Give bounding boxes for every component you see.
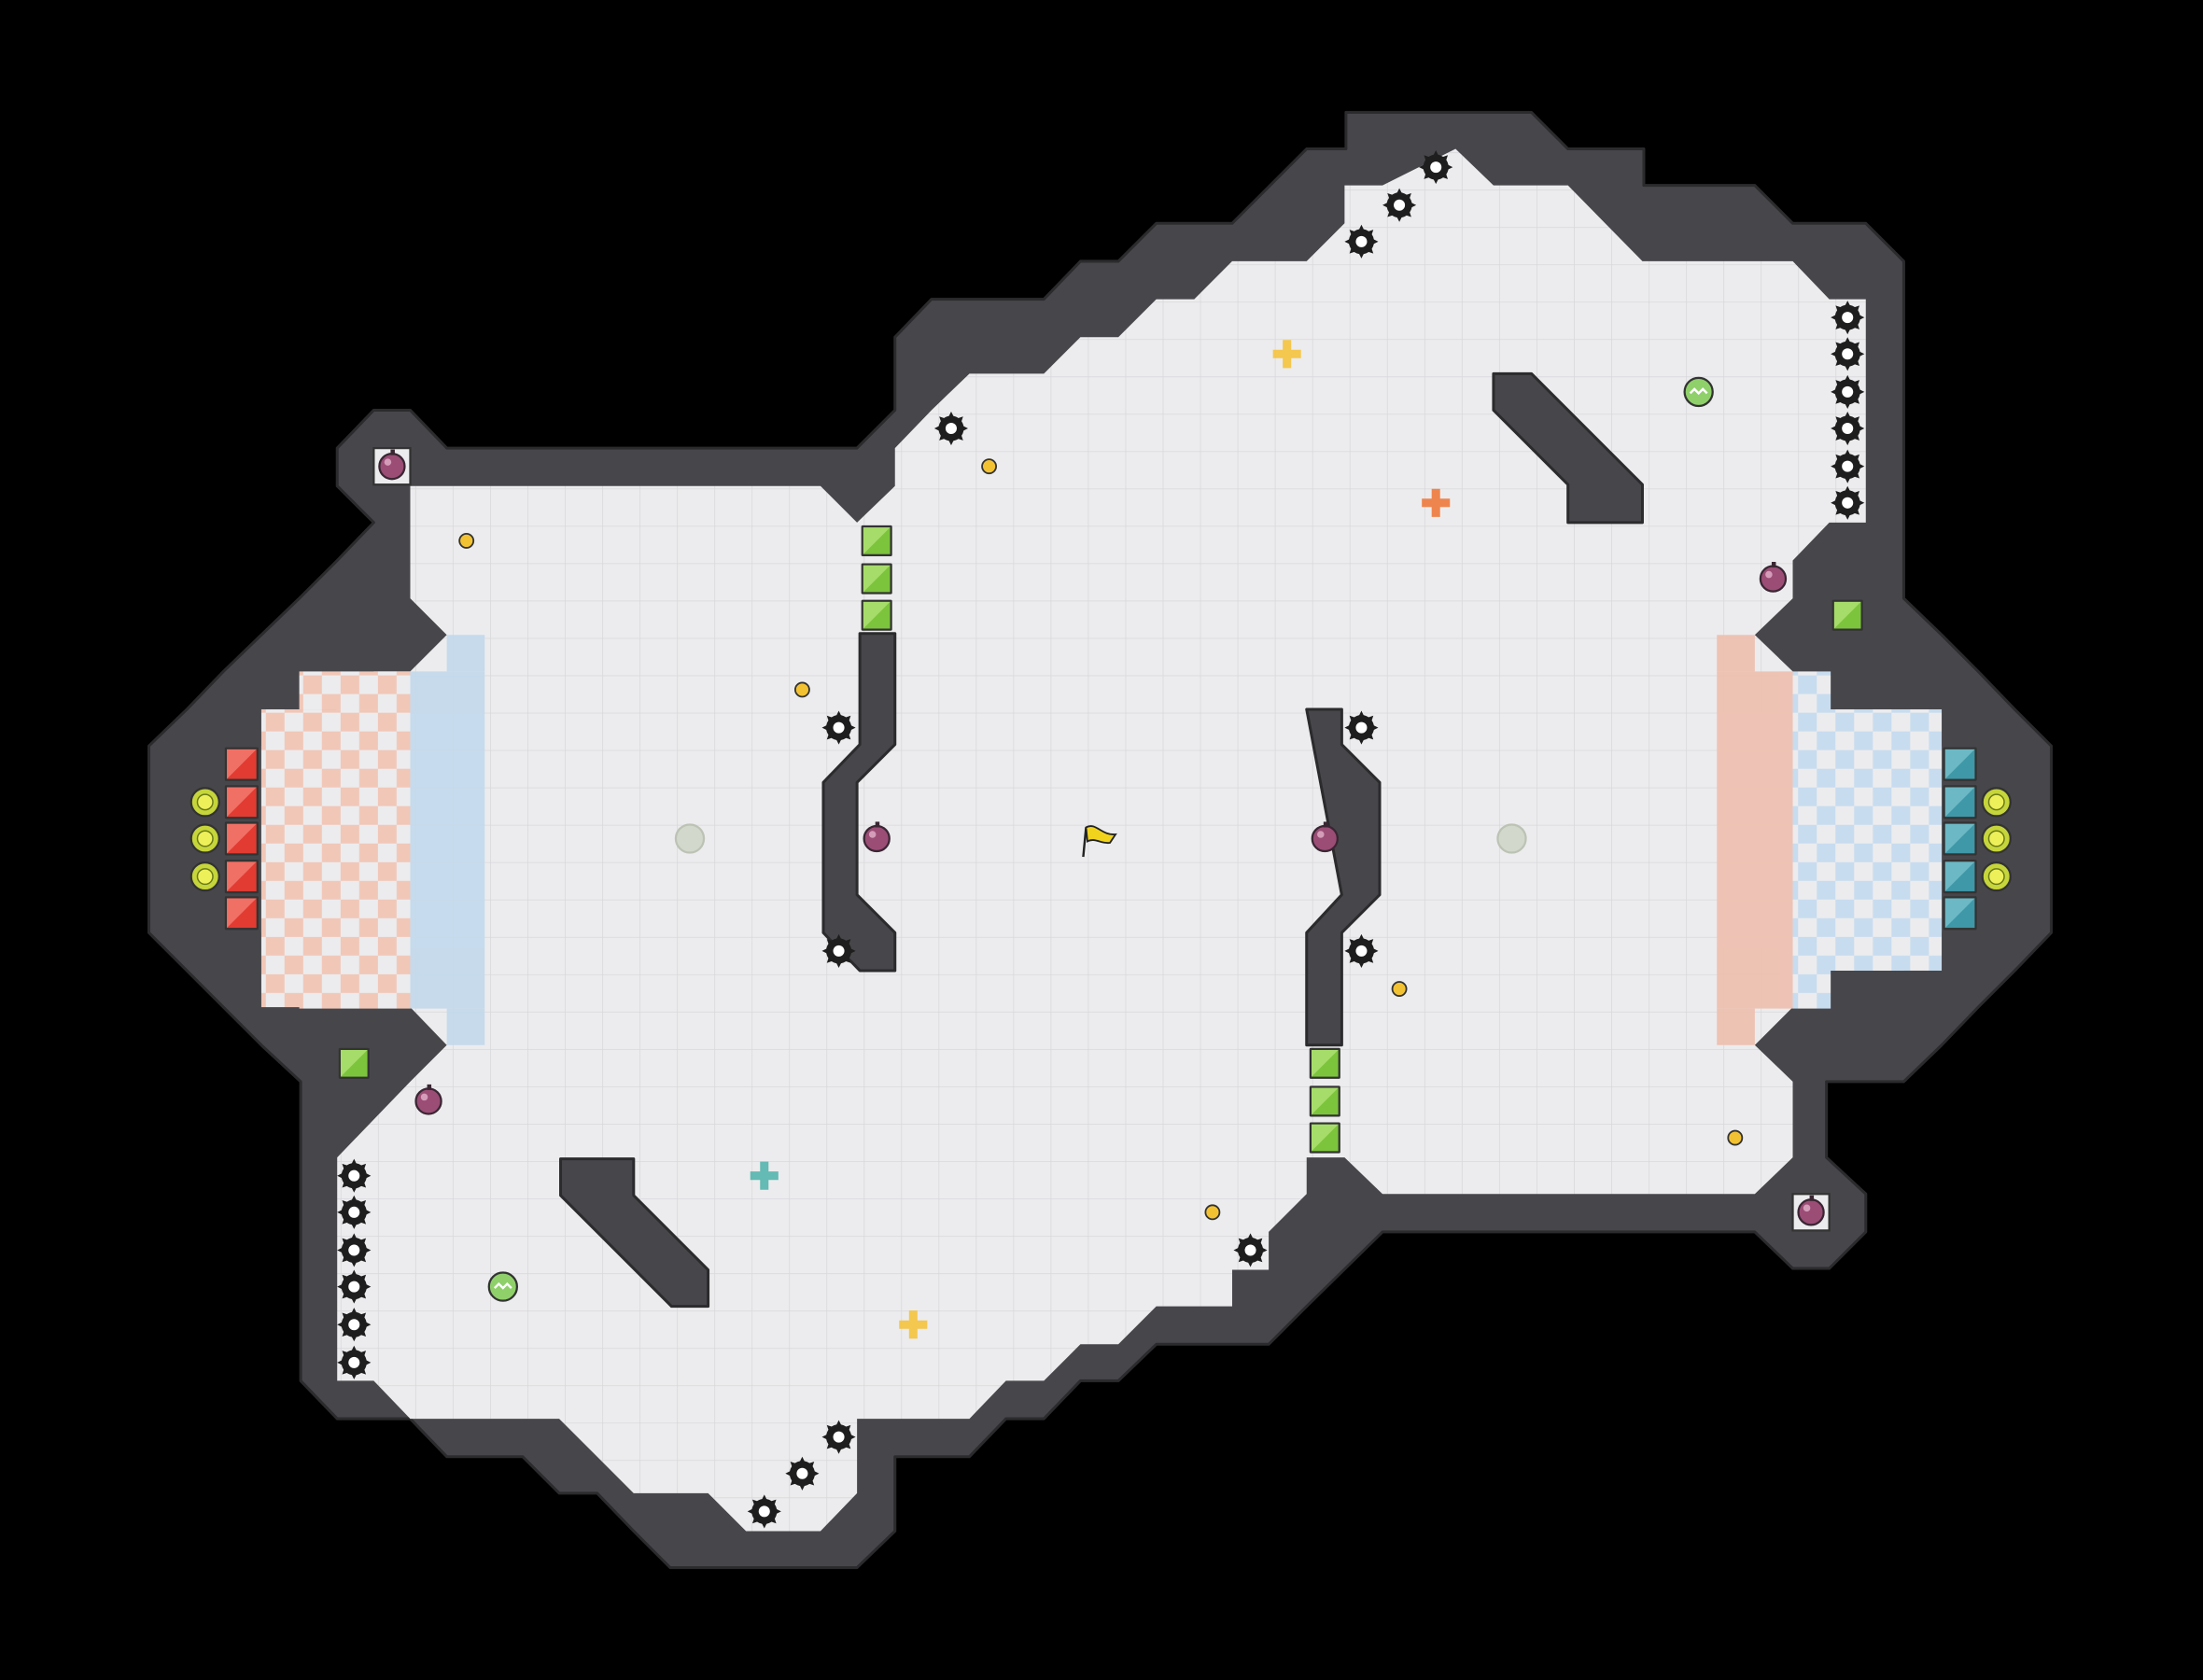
- gate-icon: [1943, 747, 1977, 781]
- red-gates: [224, 747, 259, 931]
- spike-icon: [337, 1195, 372, 1229]
- spike-icon: [1344, 933, 1379, 968]
- gate-icon: [1943, 896, 1977, 931]
- spike-icon: [337, 1233, 372, 1267]
- spike-icon: [747, 1494, 781, 1529]
- spike-icon: [933, 411, 969, 446]
- portal-icon: [1981, 861, 2012, 892]
- boost-icon: [750, 1161, 779, 1190]
- spike-icon: [337, 1308, 372, 1342]
- spike-icon: [1233, 1233, 1268, 1267]
- spike-icon: [821, 933, 856, 968]
- spike-icon: [337, 1269, 372, 1304]
- powerup-icon: [1309, 1122, 1340, 1154]
- spike-icon: [1419, 150, 1453, 185]
- spike-icon: [1831, 337, 1865, 371]
- button-icon: [487, 1271, 519, 1302]
- gate-icon: [224, 860, 259, 894]
- gate-icon: [1943, 785, 1977, 819]
- spawn-marker-icon: [674, 823, 706, 854]
- spike-icon: [1831, 374, 1865, 409]
- inner-walls: [559, 371, 1644, 1309]
- boost-icon: [899, 1310, 928, 1339]
- spike-icon: [1831, 449, 1865, 483]
- bombs: [372, 446, 1831, 1232]
- powerup-icon: [861, 563, 892, 595]
- powerup-icon: [1309, 1085, 1340, 1117]
- pellet-icon: [1391, 981, 1408, 997]
- powerup-icon: [1309, 1047, 1340, 1079]
- powerup-icon: [338, 1047, 370, 1079]
- powerup-icon: [1831, 599, 1863, 631]
- boost-icon: [1272, 340, 1301, 369]
- gate-icon: [224, 821, 259, 856]
- spike-icon: [1344, 710, 1379, 745]
- blue-side-red-strip: [1717, 635, 1793, 1045]
- spike-icon: [1831, 411, 1865, 446]
- spike-icon: [821, 710, 856, 745]
- spike-icon: [1831, 485, 1865, 520]
- gate-icon: [1943, 860, 1977, 894]
- portal-icon: [1981, 787, 2012, 818]
- powerup-icon: [861, 599, 892, 631]
- pellet-icon: [458, 533, 475, 549]
- portal-icon: [189, 861, 220, 892]
- gate-icon: [224, 747, 259, 781]
- pellet-icon: [1204, 1204, 1221, 1221]
- button-icon: [1683, 376, 1714, 408]
- spike-icon: [1831, 301, 1865, 335]
- portal-icon: [1981, 823, 2012, 854]
- powerup-icon: [861, 525, 892, 556]
- pellet-icon: [1727, 1129, 1744, 1146]
- spike-icon: [337, 1345, 372, 1379]
- red-zone: [260, 671, 411, 1009]
- pellet-icon: [793, 681, 810, 698]
- spike-icon: [1382, 188, 1417, 222]
- portal-icon: [189, 823, 220, 854]
- spike-icon: [337, 1158, 372, 1193]
- pellet-icon: [981, 458, 998, 475]
- blue-gates: [1943, 747, 1977, 931]
- portal-icon: [189, 787, 220, 818]
- boost-icon: [1422, 488, 1451, 517]
- spike-icon: [821, 1420, 856, 1454]
- blue-zone: [1792, 671, 1943, 1009]
- gate-icon: [224, 896, 259, 931]
- red-side-blue-strip: [410, 635, 485, 1045]
- spawn-marker-icon: [1496, 823, 1527, 854]
- gate-icon: [224, 785, 259, 819]
- flag-icon: [1082, 825, 1117, 858]
- spike-icon: [785, 1456, 820, 1491]
- spike-icon: [1344, 224, 1379, 259]
- gate-icon: [1943, 821, 1977, 856]
